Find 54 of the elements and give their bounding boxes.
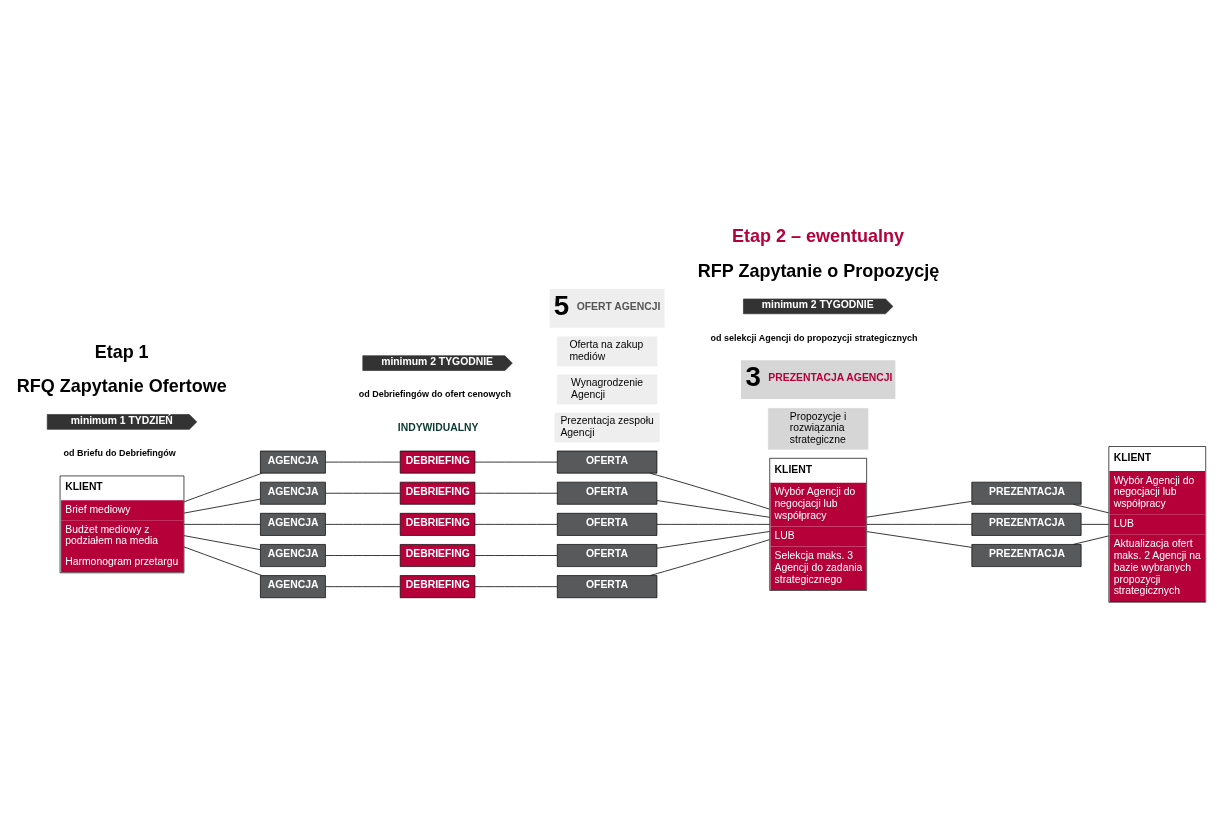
connector: [649, 472, 770, 510]
node-label: od Briefu do Debriefingów: [63, 448, 176, 459]
connector: [474, 555, 558, 556]
label: RFQ Zapytanie Ofertowe: [16, 376, 227, 397]
node-box: DEBRIEFING: [399, 544, 476, 567]
connector: [656, 500, 771, 518]
node-box: AGENCJA: [260, 544, 326, 567]
node-box: PREZENTACJA: [971, 512, 1082, 536]
node-label: od Debriefingów do ofert cenowych: [358, 389, 511, 400]
node-box: OFERTA: [556, 481, 658, 505]
label: INDYWIDUALNY: [397, 422, 479, 434]
node-box: OFERTA: [556, 575, 658, 599]
node-box: AGENCJA: [260, 575, 326, 599]
connector: [325, 586, 401, 588]
node-box: AGENCJA: [260, 481, 326, 505]
connector: [474, 492, 558, 494]
connector: [325, 461, 401, 463]
node-box: AGENCJA: [260, 512, 326, 536]
node-box: DEBRIEFING: [399, 512, 476, 536]
node-box: DEBRIEFING: [399, 481, 476, 505]
connector: [325, 492, 401, 494]
connector: [183, 546, 263, 576]
connector: [1072, 503, 1110, 514]
node-box: AGENCJA: [260, 450, 326, 474]
connector: [866, 531, 973, 548]
connector: [649, 539, 770, 576]
node-box: OFERTA: [556, 512, 658, 536]
connector: [656, 531, 771, 549]
label: Etap 1: [94, 341, 149, 362]
label: Etap 2 – ewentualny: [732, 226, 904, 247]
node-box: 3 PREZENTACJA AGENCJI: [741, 360, 896, 400]
connector: [183, 498, 261, 514]
node-box: OFERTA: [556, 450, 658, 474]
connector: [474, 586, 558, 588]
connector: [1080, 523, 1110, 525]
connector: [866, 500, 973, 518]
node-box: PREZENTACJA: [971, 481, 1082, 505]
node-box: Propozycje i rozwiązania strategiczne: [768, 408, 869, 450]
connector: [474, 523, 558, 525]
node-box: PREZENTACJA: [971, 544, 1082, 567]
connector: [183, 472, 263, 503]
connector: [866, 523, 973, 525]
node-label: od selekcji Agencji do propozycji strategicznych: [710, 332, 918, 343]
connector: [474, 461, 558, 463]
connector: [325, 555, 401, 556]
connector: [325, 523, 401, 525]
connector: [656, 523, 771, 525]
label: RFP Zapytanie o Propozycję: [697, 260, 940, 281]
node-box: DEBRIEFING: [399, 450, 476, 474]
node-box: DEBRIEFING: [399, 575, 476, 599]
connector: [183, 523, 261, 525]
connector: [1072, 535, 1110, 545]
node-box: OFERTA: [556, 544, 658, 567]
connector: [183, 535, 261, 551]
